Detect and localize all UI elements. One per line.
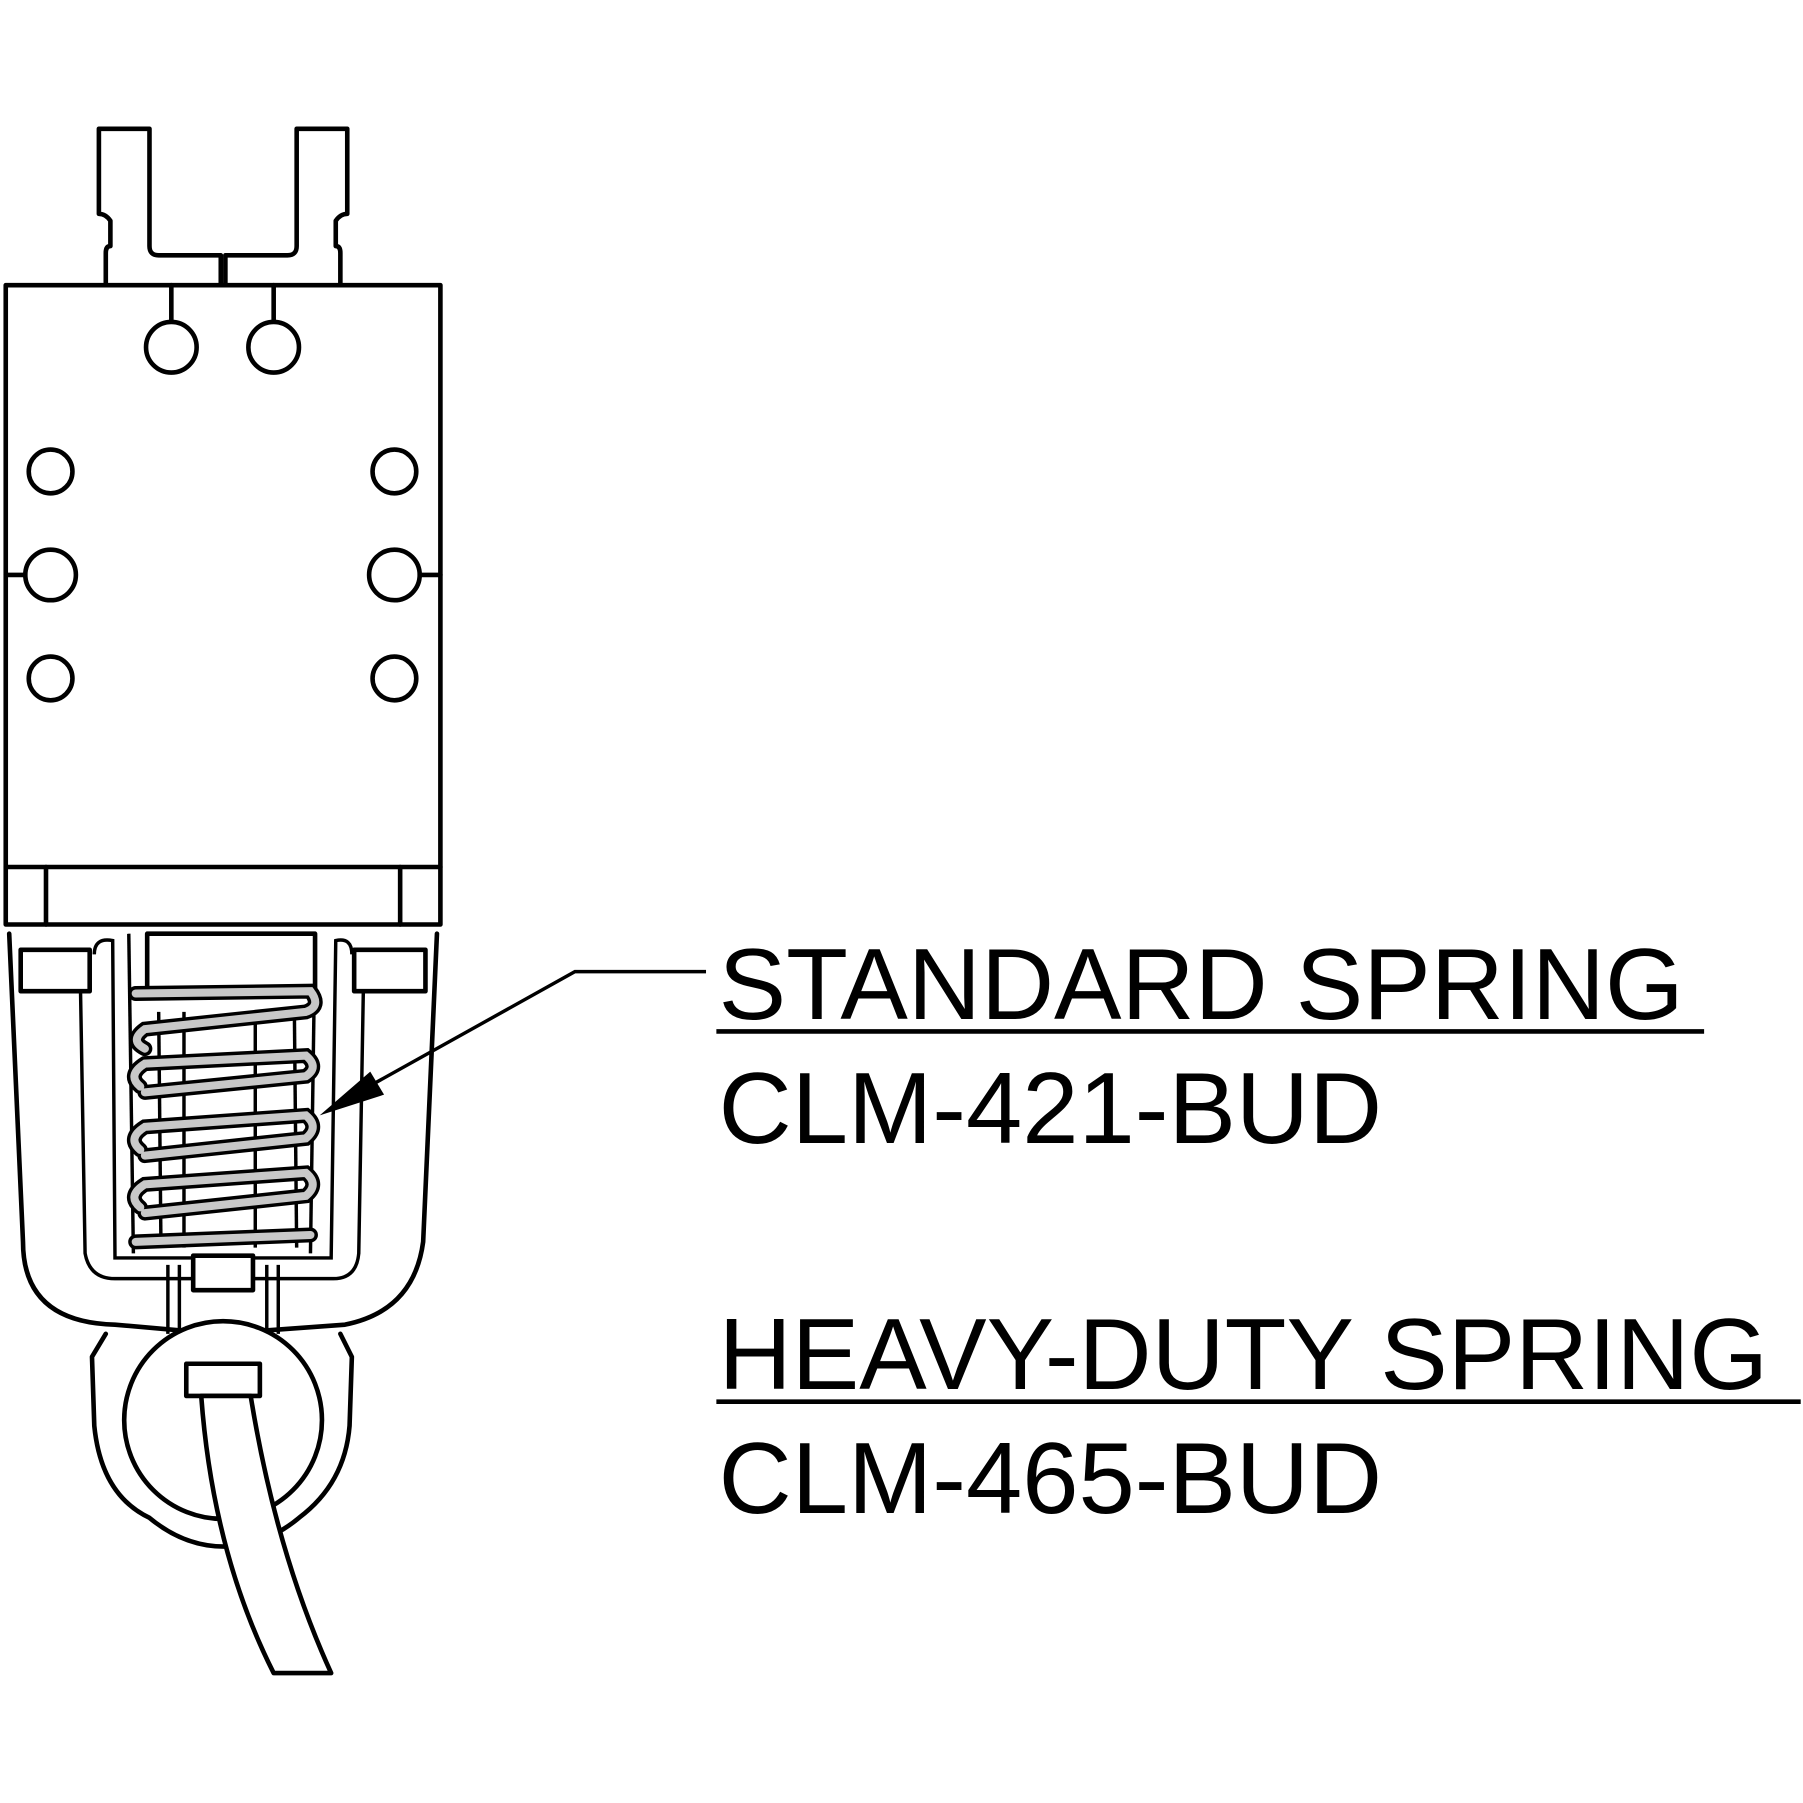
screw-hole — [366, 547, 423, 603]
leader-line — [332, 969, 707, 1108]
housing-body — [3, 282, 443, 927]
spring-coil — [126, 983, 323, 1250]
heavy-duty-spring-part-number: CLM-465-BUD — [719, 1422, 1382, 1535]
right-fork — [223, 126, 350, 286]
screw-hole — [22, 547, 79, 603]
heavy-duty-spring-title: HEAVY-DUTY SPRING — [719, 1298, 1768, 1411]
mechanism-drawing — [3, 126, 707, 1676]
pin-hole — [143, 319, 199, 375]
standard-spring-part-number: CLM-421-BUD — [719, 1052, 1382, 1165]
arrow-head — [319, 1071, 385, 1116]
screw-hole — [370, 654, 419, 703]
cable — [198, 1393, 334, 1676]
pin-hole — [246, 319, 302, 375]
standard-spring-title: STANDARD SPRING — [719, 928, 1684, 1041]
screw-hole — [26, 654, 75, 703]
left-fork — [96, 126, 224, 286]
screw-hole — [370, 447, 419, 496]
spring-labels: STANDARD SPRING CLM-421-BUD HEAVY-DUTY S… — [716, 928, 1801, 1535]
screw-hole — [26, 447, 75, 496]
